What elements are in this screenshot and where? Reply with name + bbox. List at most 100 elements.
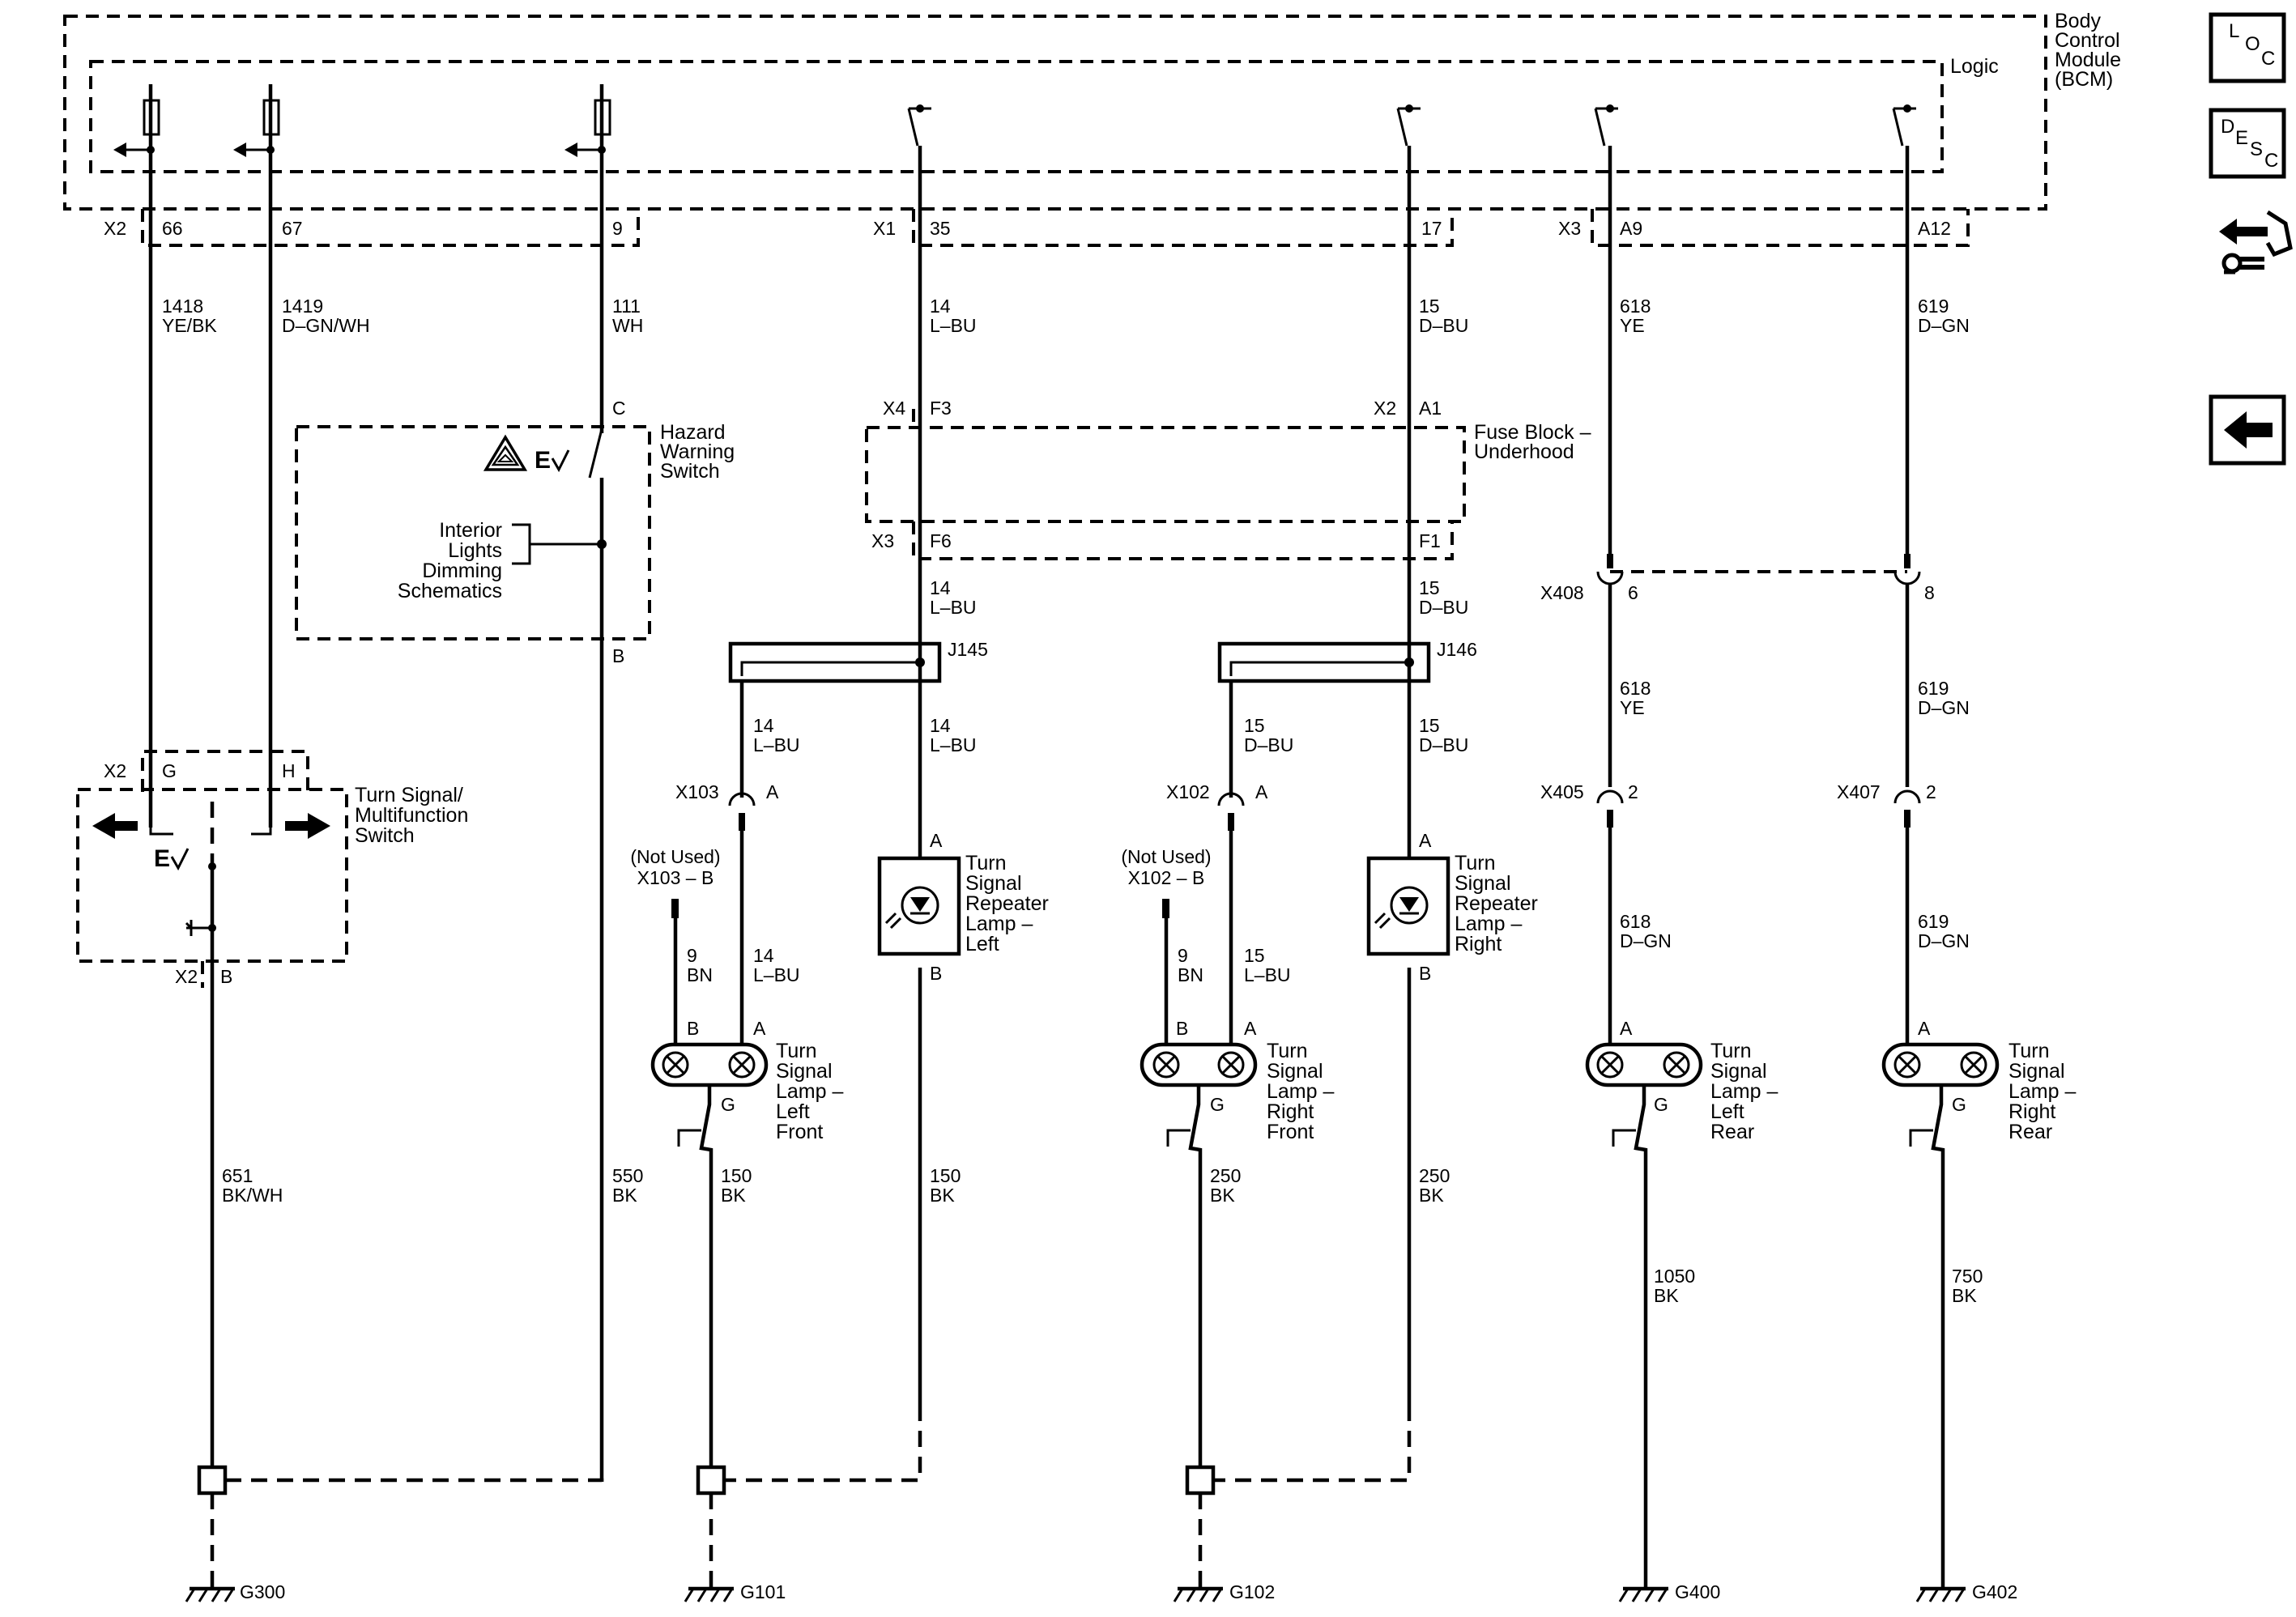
wire-14c-color: L–BU [753,734,800,755]
splice-j145-bar [740,661,920,676]
pin-17: 17 [1421,218,1442,239]
bcm-switch-17 [1396,104,1421,147]
back-arrow-icon [2224,411,2273,449]
wire-15a-color: D–BU [1419,315,1468,336]
ground-symbol-g101 [684,1579,734,1602]
g300-dashed-link [225,1478,604,1483]
ts-pin-h: H [282,760,296,781]
bcm-x2-header [141,209,640,247]
pin-a12: A12 [1918,218,1951,239]
x408-pin6-arc [1596,571,1624,585]
conn-x103: X103 [675,781,719,802]
pin-x405-2: 2 [1628,781,1638,802]
not-used-103-1: (Not Used) [630,846,720,867]
ground-g101: G101 [740,1581,786,1602]
pin-a9: A9 [1620,218,1642,239]
rep-l-label-2: Signal [965,872,1022,895]
bcm-switch-35 [907,104,931,147]
pin-f1: F1 [1419,530,1441,551]
conn-x4: X4 [883,398,905,419]
pin-67: 67 [282,218,303,239]
loc-letter-o: O [2245,33,2260,55]
rep-r-label-4: Lamp – [1455,913,1522,935]
hazard-pin-b: B [612,645,624,666]
wire-250a-num: 250 [1210,1165,1241,1186]
rf-label-1: Turn [1267,1040,1307,1062]
lf-pin-a: A [753,1018,766,1039]
ts-label-2: Multifunction [355,804,468,827]
connector-repair-icon[interactable] [2219,210,2293,274]
ts-right-contact [251,828,272,836]
wire-14e-num: 14 [753,945,774,966]
bcm-switch-a9 [1594,104,1618,147]
ground-g300: G300 [240,1581,285,1602]
ts-pin-b: B [220,966,232,987]
lr-label-5: Rear [1710,1121,1754,1143]
wire-150a-num: 150 [721,1165,752,1186]
x407-arc [1893,789,1921,804]
wire-14a-num: 14 [930,296,951,317]
interior-bracket [512,523,602,565]
wire-15a-num: 15 [1419,296,1440,317]
wire-150a-color: BK [721,1185,746,1206]
lr-pin-g: G [1654,1094,1668,1115]
back-arrow-button[interactable] [2209,394,2286,466]
g101-dashed-link [724,1405,922,1483]
rep-r-label-1: Turn [1455,852,1495,874]
lf-pin-b: B [687,1018,699,1039]
ts-label-1: Turn Signal/ [355,784,463,806]
bcm-title-3: Module [2055,49,2121,71]
wire-1418-color: YE/BK [162,315,217,336]
wire-550-num: 550 [612,1165,643,1186]
conn-x2: X2 [104,218,126,239]
lf-label-3: Lamp – [776,1080,843,1103]
not-used-103-2: X103 – B [637,867,714,888]
lr-label-4: Left [1710,1100,1744,1123]
lr-ground-hook [1612,1129,1636,1147]
rf-label-2: Signal [1267,1060,1323,1083]
wire-750-num: 750 [1952,1266,1983,1287]
rf-label-3: Lamp – [1267,1080,1334,1103]
splice-j146-bar [1229,661,1409,676]
ev-switch-icon-hazard: E [535,447,570,474]
ground-symbol-g400 [1618,1579,1668,1602]
wire-15e-num: 15 [1244,945,1265,966]
rr-label-2: Signal [2008,1060,2065,1083]
wire-150b-color: BK [930,1185,955,1206]
pin-f6: F6 [930,530,952,551]
bcm-box [63,15,2047,211]
desc-button[interactable]: D E S C [2209,108,2286,179]
rr-label-5: Rear [2008,1121,2052,1143]
wire-750 [1931,1085,1945,1563]
loc-letter-c: C [2261,48,2275,70]
wire-15c-color: D–BU [1244,734,1293,755]
loc-button[interactable]: L O C [2209,12,2286,83]
wire-14d-color: L–BU [930,734,977,755]
loc-letter-l: L [2229,20,2239,42]
hazard-label-3: Switch [660,460,720,483]
wire-14b-color: L–BU [930,597,977,618]
splice-label-j145: J145 [948,639,988,660]
ground-g400: G400 [1675,1581,1720,1602]
wire-9b-num: 9 [1178,945,1188,966]
splice-label-j146: J146 [1437,639,1477,660]
conn-x408: X408 [1540,582,1584,603]
rf-pin-g: G [1210,1094,1225,1115]
desc-letter-c: C [2264,150,2278,172]
wire-15d-color: D–BU [1419,734,1468,755]
wire-618a-color: YE [1620,315,1645,336]
wire-14e-color: L–BU [753,964,800,985]
hazard-pin-c: C [612,398,626,419]
wire-651-num: 651 [222,1165,253,1186]
rr-label-3: Lamp – [2008,1080,2076,1103]
pin-x407-2: 2 [1926,781,1936,802]
desc-letter-e: E [2235,127,2248,149]
bcm-title-4: (BCM) [2055,68,2113,91]
lf-ground-hook [677,1129,701,1147]
lr-pin-a: A [1620,1018,1633,1039]
lf-label-4: Left [776,1100,810,1123]
lf-label-5: Front [776,1121,823,1143]
wire-9a-color: BN [687,964,713,985]
desc-letter-d: D [2221,116,2234,138]
wire-618b-num: 618 [1620,678,1651,699]
